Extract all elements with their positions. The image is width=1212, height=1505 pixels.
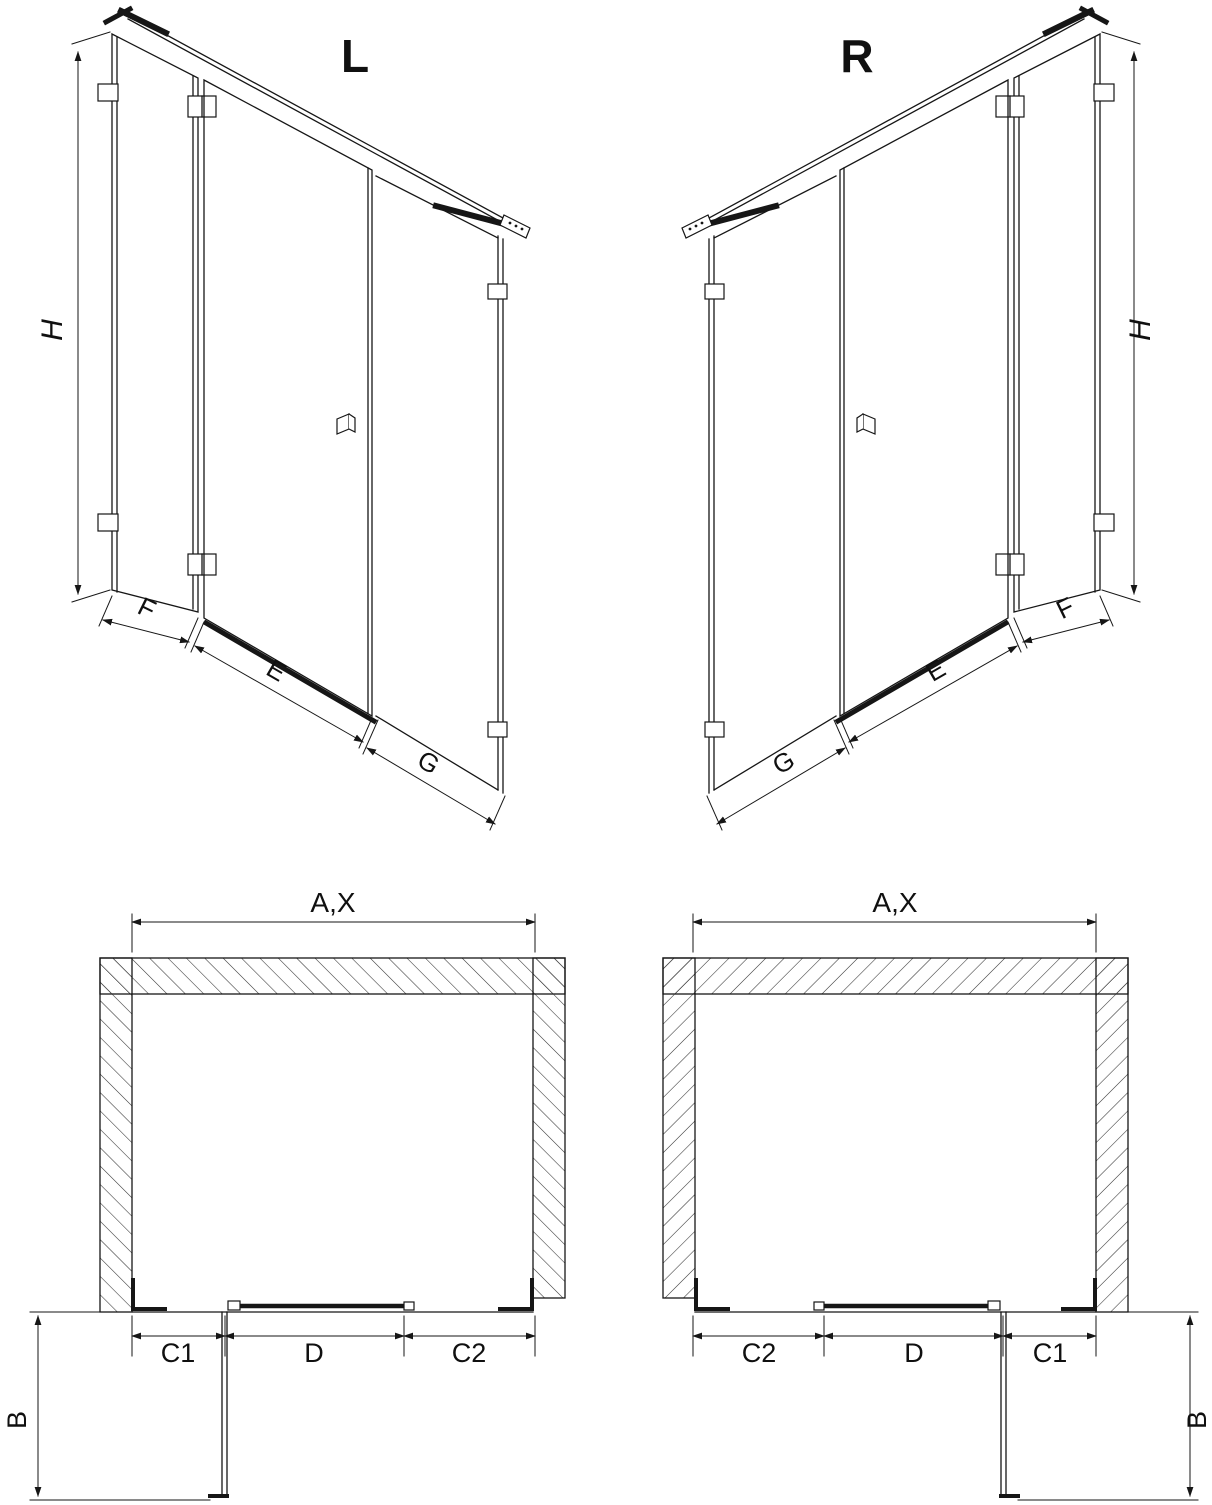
dimension-label-d-left: D <box>304 1338 324 1368</box>
dimension-label-c2-right: C2 <box>742 1338 777 1368</box>
elevation-view-left <box>72 9 530 830</box>
dimension-label-ax-left: A,X <box>310 887 355 918</box>
dimension-label-b-right: B <box>1182 1411 1212 1429</box>
dimension-label-d-right: D <box>904 1338 924 1368</box>
dimension-label-h-right: H <box>1124 319 1157 341</box>
dimension-label-c1-left: C1 <box>161 1338 196 1368</box>
dimension-label-ax-right: A,X <box>872 887 917 918</box>
dimension-label-h-left: H <box>36 319 69 341</box>
elevation-view-right <box>682 9 1140 830</box>
elevation-left-title: L <box>341 30 369 82</box>
elevation-right-title: R <box>840 30 873 82</box>
plan-view-right <box>663 914 1198 1500</box>
dimension-label-g-right: G <box>767 744 800 780</box>
dimension-label-g-left: G <box>412 744 445 780</box>
dimension-label-c1-right: C1 <box>1033 1338 1068 1368</box>
plan-view-left <box>30 914 565 1500</box>
dimension-label-c2-left: C2 <box>452 1338 487 1368</box>
dimension-label-b-left: B <box>2 1411 32 1429</box>
